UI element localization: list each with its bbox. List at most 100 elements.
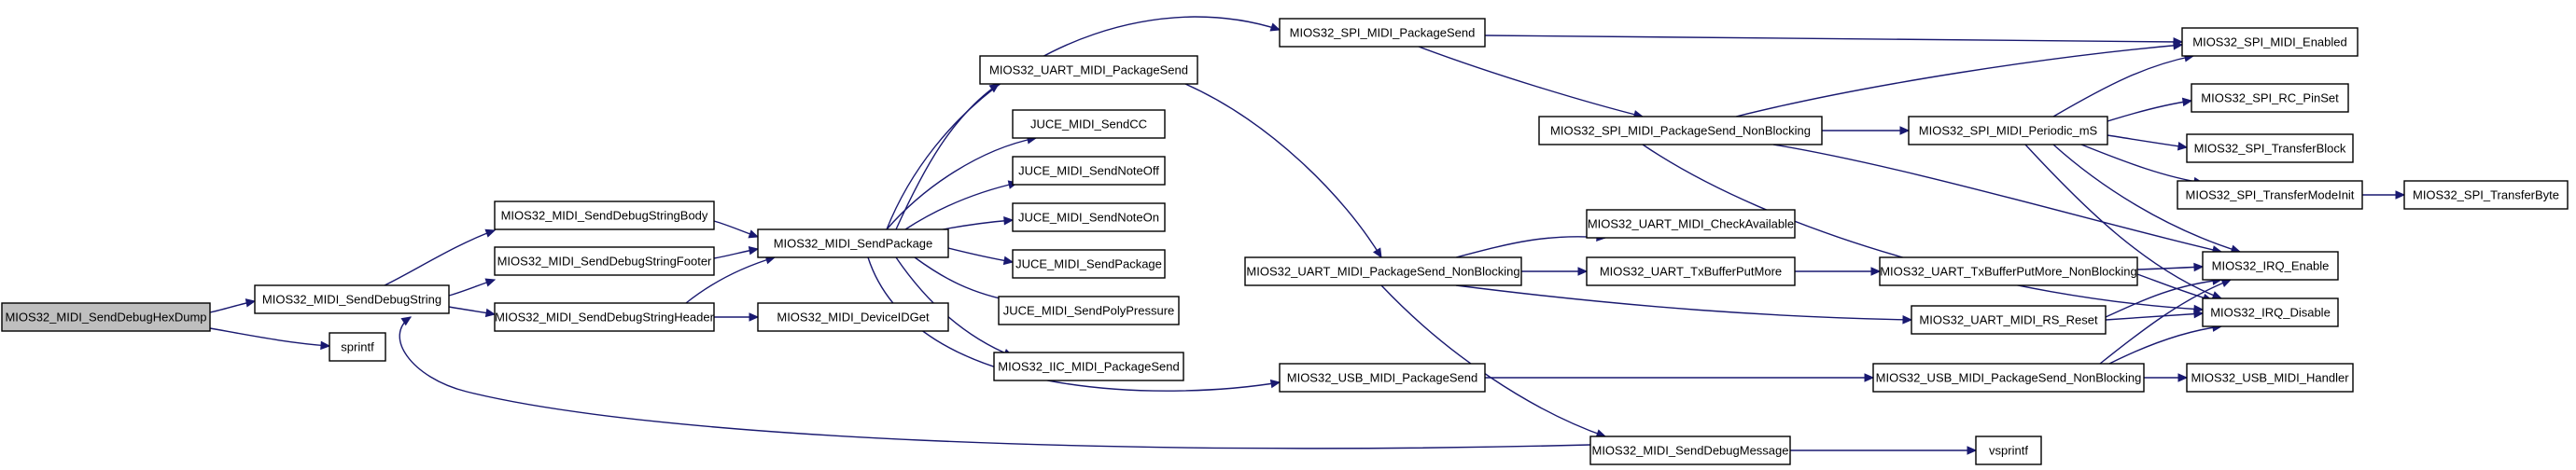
node-box[interactable] (2403, 180, 2569, 210)
node-box[interactable] (1012, 202, 1166, 232)
node-mios32-spi-midi-packagesend[interactable]: MIOS32_SPI_MIDI_PackageSend (1279, 18, 1486, 48)
node-mios32-uart-txbufferputmore[interactable]: MIOS32_UART_TxBufferPutMore (1586, 256, 1796, 286)
node-label: MIOS32_UART_MIDI_PackageSend_NonBlocking (1246, 265, 1519, 279)
arrowhead-n16-n24 (1902, 315, 1913, 325)
node-mios32-midi-senddebugstringfooter[interactable]: MIOS32_MIDI_SendDebugStringFooter (494, 246, 715, 276)
node-label: MIOS32_UART_MIDI_RS_Reset (1919, 313, 2098, 327)
node-box[interactable] (2191, 83, 2349, 113)
node-label: MIOS32_SPI_TransferByte (2413, 188, 2559, 202)
node-box[interactable] (1244, 256, 1522, 286)
node-box[interactable] (993, 352, 1184, 381)
node-box[interactable] (494, 200, 715, 230)
node-box[interactable] (1, 302, 211, 332)
node-box[interactable] (2202, 251, 2339, 281)
node-mios32-midi-senddebughexdump[interactable]: MIOS32_MIDI_SendDebugHexDump (1, 302, 211, 332)
node-mios32-uart-midi-checkavailable[interactable]: MIOS32_UART_MIDI_CheckAvailable (1586, 209, 1796, 239)
node-mios32-spi-midi-enabled[interactable]: MIOS32_SPI_MIDI_Enabled (2181, 27, 2359, 57)
node-label: MIOS32_MIDI_SendDebugString (262, 293, 441, 307)
node-label: MIOS32_UART_TxBufferPutMore (1600, 265, 1782, 279)
node-box[interactable] (757, 302, 949, 332)
node-label: JUCE_MIDI_SendPolyPressure (1003, 304, 1175, 318)
node-vsprintf[interactable]: vsprintf (1975, 435, 2042, 465)
node-box[interactable] (1586, 256, 1796, 286)
node-box[interactable] (1872, 363, 2145, 393)
node-box[interactable] (1908, 116, 2108, 145)
edge-n0-n2 (209, 327, 330, 347)
node-label: MIOS32_IRQ_Enable (2212, 259, 2330, 273)
edge-n6-n12 (947, 247, 1014, 263)
node-box[interactable] (979, 55, 1198, 85)
node-juce-midi-sendcc[interactable]: JUCE_MIDI_SendCC (1012, 109, 1166, 139)
node-box[interactable] (494, 302, 715, 332)
node-mios32-midi-senddebugstring[interactable]: MIOS32_MIDI_SendDebugString (254, 284, 450, 314)
arrowhead-n18-n22 (1899, 126, 1911, 135)
node-box[interactable] (1012, 156, 1166, 186)
node-juce-midi-sendnoteon[interactable]: JUCE_MIDI_SendNoteOn (1012, 202, 1166, 232)
node-box[interactable] (494, 246, 715, 276)
edge-n6-n10 (904, 182, 1018, 230)
node-box[interactable] (1975, 435, 2042, 465)
node-mios32-midi-senddebugmessage[interactable]: MIOS32_MIDI_SendDebugMessage (1589, 435, 1791, 465)
node-label: MIOS32_UART_TxBufferPutMore_NonBlocking (1880, 265, 2137, 279)
node-mios32-uart-midi-packagesend[interactable]: MIOS32_UART_MIDI_PackageSend (979, 55, 1198, 85)
node-mios32-irq-disable[interactable]: MIOS32_IRQ_Disable (2202, 297, 2339, 327)
arrowhead-n6-n17 (1269, 379, 1281, 389)
arrowhead-n3-n6 (748, 229, 760, 239)
node-mios32-spi-transferblock[interactable]: MIOS32_SPI_TransferBlock (2186, 133, 2354, 163)
node-box[interactable] (1012, 109, 1166, 139)
node-mios32-uart-midi-packagesend-nonblocking[interactable]: MIOS32_UART_MIDI_PackageSend_NonBlocking (1244, 256, 1522, 286)
arrowhead-n17-n25 (1864, 373, 1875, 382)
node-mios32-midi-senddebugstringbody[interactable]: MIOS32_MIDI_SendDebugStringBody (494, 200, 715, 230)
arrowhead-n6-n12 (1002, 256, 1015, 266)
node-box[interactable] (2177, 180, 2363, 210)
node-box[interactable] (1538, 116, 1823, 145)
node-mios32-spi-rc-pinset[interactable]: MIOS32_SPI_RC_PinSet (2191, 83, 2349, 113)
node-label: MIOS32_USB_MIDI_PackageSend (1287, 371, 1478, 385)
node-box[interactable] (1589, 435, 1791, 465)
node-mios32-spi-midi-periodic-ms[interactable]: MIOS32_SPI_MIDI_Periodic_mS (1908, 116, 2108, 145)
node-mios32-spi-midi-packagesend-nonblocking[interactable]: MIOS32_SPI_MIDI_PackageSend_NonBlocking (1538, 116, 1823, 145)
arrowhead-n4-n6 (748, 245, 760, 256)
node-box[interactable] (1279, 363, 1486, 393)
edge-n22-n31 (2052, 144, 2241, 253)
node-label: MIOS32_UART_MIDI_PackageSend (989, 63, 1188, 77)
node-label: MIOS32_IRQ_Disable (2210, 306, 2331, 320)
node-box[interactable] (998, 296, 1180, 325)
node-label: JUCE_MIDI_SendCC (1030, 118, 1147, 131)
node-box[interactable] (1586, 209, 1796, 239)
node-label: MIOS32_MIDI_SendDebugStringHeader (495, 311, 715, 325)
node-mios32-usb-midi-handler[interactable]: MIOS32_USB_MIDI_Handler (2186, 363, 2354, 393)
node-box[interactable] (757, 228, 949, 258)
node-label: MIOS32_SPI_TransferBlock (2194, 142, 2346, 156)
node-mios32-midi-sendpackage[interactable]: MIOS32_MIDI_SendPackage (757, 228, 949, 258)
arrowhead-n21-n1 (400, 316, 413, 326)
node-mios32-spi-transferbyte[interactable]: MIOS32_SPI_TransferByte (2403, 180, 2569, 210)
node-mios32-uart-midi-rs-reset[interactable]: MIOS32_UART_MIDI_RS_Reset (1911, 305, 2107, 335)
edge-n8-n16 (1184, 83, 1382, 258)
node-box[interactable] (329, 332, 386, 362)
node-juce-midi-sendpackage[interactable]: JUCE_MIDI_SendPackage (1012, 249, 1166, 279)
node-juce-midi-sendnoteoff[interactable]: JUCE_MIDI_SendNoteOff (1012, 156, 1166, 186)
node-mios32-usb-midi-packagesend[interactable]: MIOS32_USB_MIDI_PackageSend (1279, 363, 1486, 393)
node-box[interactable] (2202, 297, 2339, 327)
node-sprintf[interactable]: sprintf (329, 332, 386, 362)
node-mios32-irq-enable[interactable]: MIOS32_IRQ_Enable (2202, 251, 2339, 281)
node-mios32-midi-deviceidget[interactable]: MIOS32_MIDI_DeviceIDGet (757, 302, 949, 332)
node-mios32-uart-txbufferputmore-nonblocking[interactable]: MIOS32_UART_TxBufferPutMore_NonBlocking (1879, 256, 2138, 286)
node-label: MIOS32_SPI_TransferModeInit (2186, 188, 2355, 202)
node-box[interactable] (1279, 18, 1486, 48)
node-box[interactable] (1911, 305, 2107, 335)
arrowhead-n6-n15 (1269, 22, 1281, 32)
node-box[interactable] (2186, 363, 2354, 393)
node-mios32-usb-midi-packagesend-nonblocking[interactable]: MIOS32_USB_MIDI_PackageSend_NonBlocking (1872, 363, 2145, 393)
node-box[interactable] (1879, 256, 2138, 286)
node-box[interactable] (1012, 249, 1166, 279)
node-box[interactable] (254, 284, 450, 314)
node-mios32-midi-senddebugstringheader[interactable]: MIOS32_MIDI_SendDebugStringHeader (494, 302, 715, 332)
node-mios32-iic-midi-packagesend[interactable]: MIOS32_IIC_MIDI_PackageSend (993, 352, 1184, 381)
node-box[interactable] (2186, 133, 2354, 163)
node-juce-midi-sendpolypressure[interactable]: JUCE_MIDI_SendPolyPressure (998, 296, 1180, 325)
node-box[interactable] (2181, 27, 2359, 57)
node-mios32-spi-transfermodeinit[interactable]: MIOS32_SPI_TransferModeInit (2177, 180, 2363, 210)
edge-n6-n8 (895, 83, 1000, 230)
